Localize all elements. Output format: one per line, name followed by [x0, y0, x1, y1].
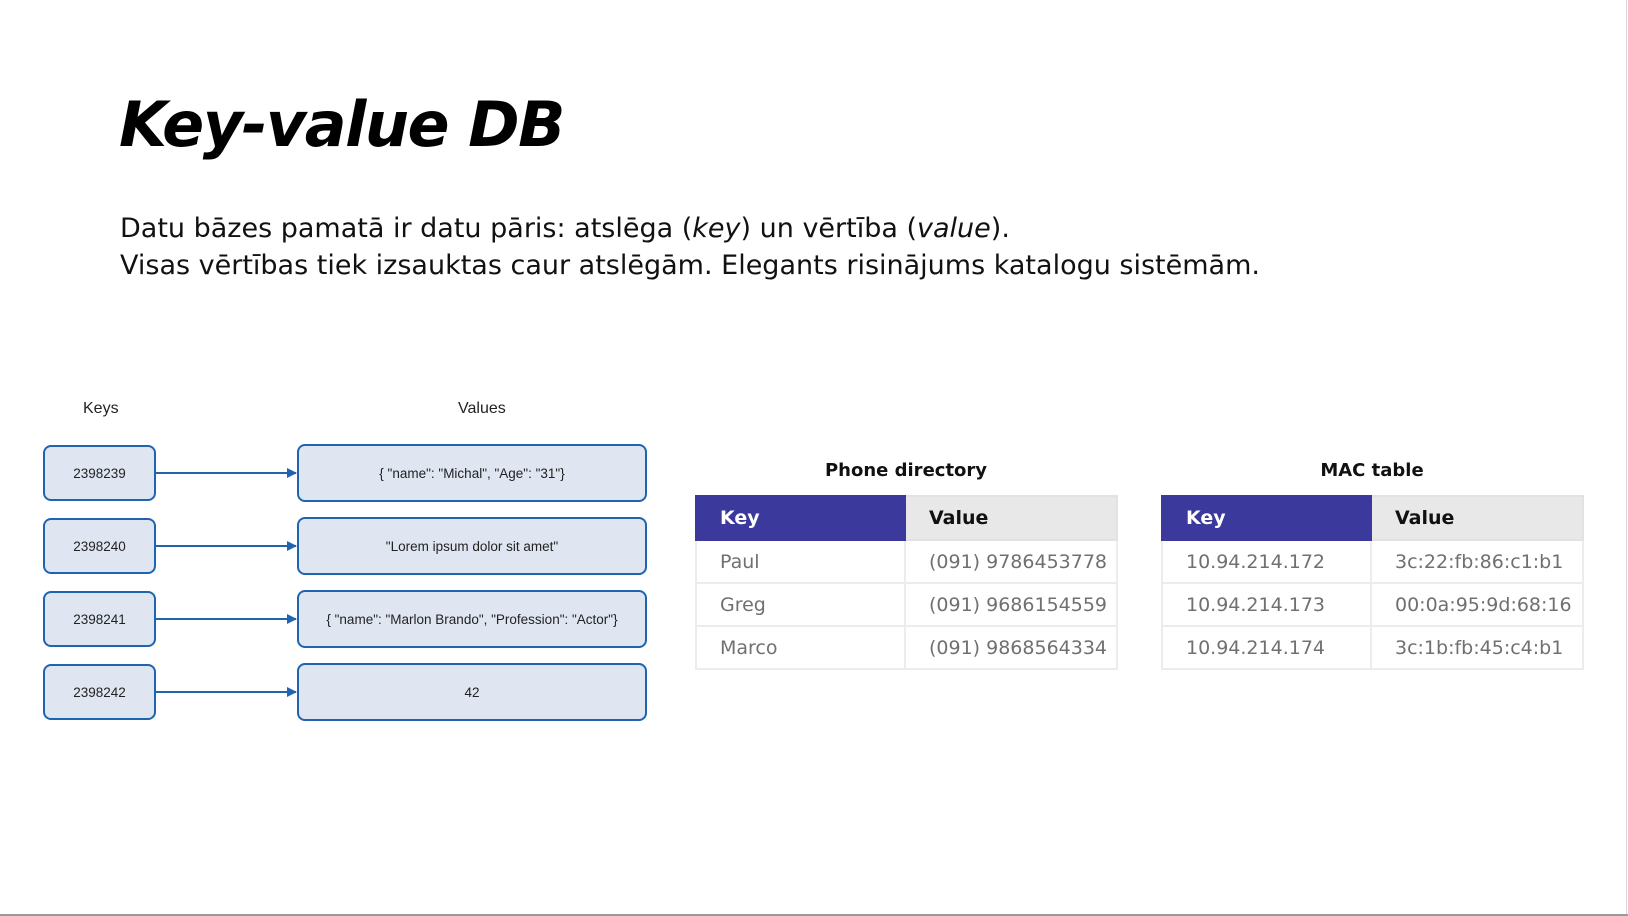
column-header-key: Key [695, 495, 906, 541]
slide-title: Key-value DB [119, 88, 565, 161]
body-italic-value: value [917, 213, 991, 244]
body-text-segment: ) un vērtība ( [740, 213, 918, 244]
column-header-key: Key [1161, 495, 1372, 541]
table-cell: Marco [695, 625, 906, 670]
key-box: 2398240 [43, 518, 156, 574]
table-cell: 00:0a:95:9d:68:16 [1370, 582, 1584, 627]
phone-directory-title: Phone directory [824, 460, 988, 481]
body-text-segment: Datu bāzes pamatā ir datu pāris: atslēga… [120, 213, 693, 244]
key-box: 2398239 [43, 445, 156, 501]
value-box: { "name": "Marlon Brando", "Profession":… [297, 590, 647, 648]
body-text-segment: ). [990, 213, 1010, 244]
table-row: Marco (091) 9868564334 [695, 625, 1118, 670]
table-cell: 3c:22:fb:86:c1:b1 [1370, 539, 1584, 584]
table-cell: 10.94.214.173 [1161, 582, 1372, 627]
key-box: 2398242 [43, 664, 156, 720]
table-row: Paul (091) 9786453778 [695, 539, 1118, 584]
table-header-row: Key Value [1161, 495, 1584, 541]
table-row: 10.94.214.172 3c:22:fb:86:c1:b1 [1161, 539, 1584, 584]
column-header-value: Value [904, 495, 1118, 541]
body-line-2: Visas vērtības tiek izsauktas caur atslē… [120, 250, 1260, 281]
table-cell: 10.94.214.174 [1161, 625, 1372, 670]
mac-table-title: MAC table [1320, 460, 1424, 481]
table-cell: (091) 9786453778 [904, 539, 1118, 584]
table-cell: 10.94.214.172 [1161, 539, 1372, 584]
table-row: 10.94.214.173 00:0a:95:9d:68:16 [1161, 582, 1584, 627]
value-box: { "name": "Michal", "Age": "31"} [297, 444, 647, 502]
slide-body: Datu bāzes pamatā ir datu pāris: atslēga… [120, 210, 1260, 284]
table-cell: (091) 9686154559 [904, 582, 1118, 627]
slide-edge-divider [1626, 0, 1627, 916]
table-cell: Paul [695, 539, 906, 584]
body-italic-key: key [692, 213, 741, 244]
values-header: Values [458, 400, 506, 417]
keys-header: Keys [83, 400, 119, 417]
value-box: 42 [297, 663, 647, 721]
value-box: "Lorem ipsum dolor sit amet" [297, 517, 647, 575]
table-header-row: Key Value [695, 495, 1118, 541]
table-cell: Greg [695, 582, 906, 627]
table-row: 10.94.214.174 3c:1b:fb:45:c4:b1 [1161, 625, 1584, 670]
key-box: 2398241 [43, 591, 156, 647]
slide-bottom-divider [0, 914, 1628, 916]
body-line-1: Datu bāzes pamatā ir datu pāris: atslēga… [120, 210, 1260, 247]
table-cell: 3c:1b:fb:45:c4:b1 [1370, 625, 1584, 670]
phone-directory-table: Key Value Paul (091) 9786453778 Greg (09… [695, 495, 1118, 670]
mac-table-grid: Key Value 10.94.214.172 3c:22:fb:86:c1:b… [1161, 495, 1584, 670]
diagram-arrows [156, 468, 297, 697]
table-row: Greg (091) 9686154559 [695, 582, 1118, 627]
column-header-value: Value [1370, 495, 1584, 541]
table-cell: (091) 9868564334 [904, 625, 1118, 670]
